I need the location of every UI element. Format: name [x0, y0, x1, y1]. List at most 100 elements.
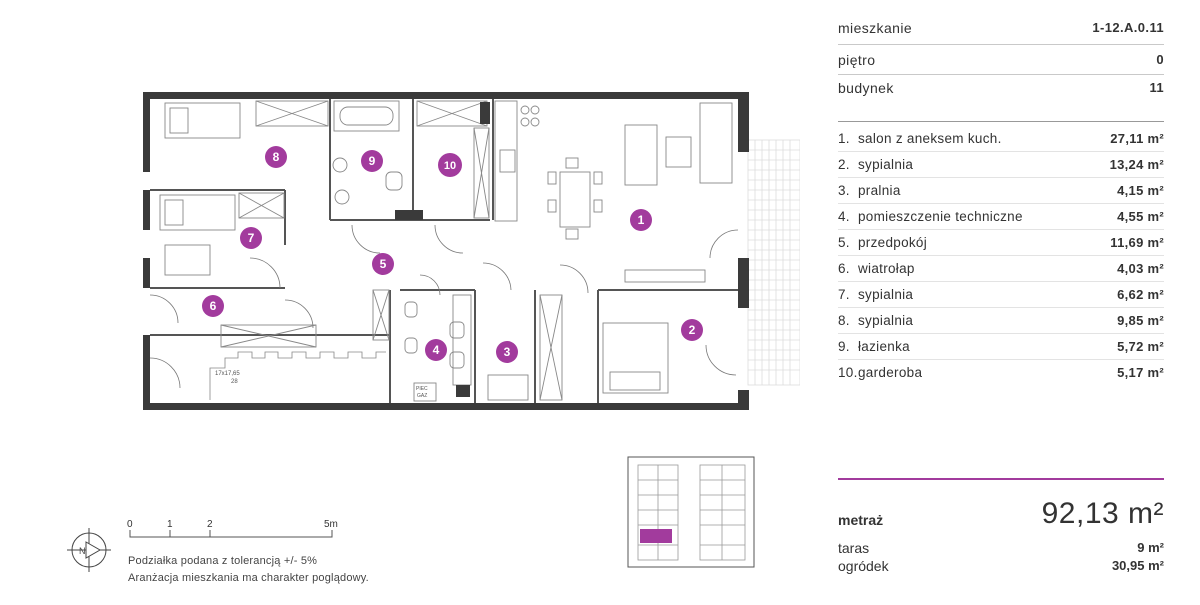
room-badge-label: 1 [638, 213, 645, 227]
scale-tick-2: 2 [207, 519, 213, 530]
room-number: 9. [838, 339, 850, 354]
door-swings [149, 224, 739, 389]
room-row: 2. sypialnia 13,24 m² [838, 157, 1164, 172]
room-badge-1 [630, 209, 652, 231]
inner-walls [150, 99, 738, 403]
room-area: 4,55 m² [1117, 209, 1164, 224]
room-badge-8 [265, 146, 287, 168]
divider [838, 44, 1164, 45]
room-number: 8. [838, 313, 850, 328]
divider [838, 151, 1164, 152]
garden-label: ogródek [838, 558, 889, 574]
room-row: 3.pralnia 4,15 m² [838, 183, 1164, 198]
arrangement-note: Aranżacja mieszkania ma charakter pogląd… [128, 572, 369, 584]
room-name: garderoba [858, 365, 923, 380]
room-area: 4,03 m² [1117, 261, 1164, 276]
terrace-value: 9 m² [1137, 540, 1164, 555]
apartment-value: 1-12.A.0.11 [1092, 20, 1164, 35]
room-area: 4,15 m² [1117, 183, 1164, 198]
divider [838, 281, 1164, 282]
scale-tick-5m: 5m [324, 519, 338, 530]
room-row: 4. pomieszczenie techniczne 4,55 m² [838, 209, 1164, 224]
room-badge-2 [681, 319, 703, 341]
room-number: 6. [838, 261, 850, 276]
room-name: przedpokój [858, 235, 928, 250]
scale-bar [129, 530, 333, 538]
key-plan-highlight [640, 529, 672, 543]
room-badge-label: 5 [380, 257, 387, 271]
room-area: 11,69 m² [1110, 235, 1164, 250]
svg-text:N: N [79, 546, 86, 556]
room-row: 8. sypialnia 9,85 m² [838, 313, 1164, 328]
room-area: 9,85 m² [1117, 313, 1164, 328]
room-row: 10.garderoba 5,17 m² [838, 365, 1164, 380]
room-number: 7. [838, 287, 850, 302]
room-badge-label: 10 [444, 160, 456, 172]
room-area: 6,62 m² [1117, 287, 1164, 302]
room-name: pomieszczenie techniczne [858, 209, 1023, 224]
terrace-grid [747, 139, 800, 386]
divider [838, 359, 1164, 360]
terrace-row: taras 9 m² [838, 540, 1164, 556]
room-badge-5 [372, 253, 394, 275]
scale-tick-0: 0 [127, 519, 133, 530]
building-label: budynek [838, 80, 894, 96]
room-number: 5. [838, 235, 850, 250]
divider [838, 255, 1164, 256]
room-badge-label: 2 [689, 323, 696, 337]
room-area: 13,24 m² [1109, 157, 1164, 172]
room-badge-label: 6 [210, 299, 217, 313]
room-badge-9 [361, 150, 383, 172]
building-value: 11 [1149, 80, 1164, 95]
scale-tick-1: 1 [167, 519, 173, 530]
floor-label: piętro [838, 52, 876, 68]
apartment-label: mieszkanie [838, 20, 913, 36]
terrace-label: taras [838, 540, 870, 556]
floor-plan: 17x17,65 28 PIEC GAZ 1 2 3 4 5 6 7 8 9 1… [67, 92, 800, 572]
room-number: 3. [838, 183, 850, 198]
room-badge-label: 9 [369, 154, 376, 168]
apartment-info-panel: mieszkanie 1-12.A.0.11 piętro 0 budynek … [838, 0, 1164, 605]
room-badge-label: 7 [248, 231, 255, 245]
stairs [209, 351, 386, 400]
total-area-label: metraż [838, 512, 884, 528]
room-number: 4. [838, 209, 850, 224]
outer-walls [143, 92, 749, 410]
garden-row: ogródek 30,95 m² [838, 558, 1164, 574]
boiler-label: PIEC [416, 386, 428, 392]
room-badge-label: 4 [433, 343, 440, 357]
accent-divider [838, 478, 1164, 480]
room-area: 5,72 m² [1117, 339, 1164, 354]
room-row: 5. przedpokój 11,69 m² [838, 235, 1164, 250]
divider [838, 121, 1164, 122]
room-row: 9.łazienka 5,72 m² [838, 339, 1164, 354]
room-badge-6 [202, 295, 224, 317]
room-name: sypialnia [858, 157, 914, 172]
stair-label-2: 28 [231, 379, 238, 385]
room-row: 7. sypialnia 6,62 m² [838, 287, 1164, 302]
divider [838, 177, 1164, 178]
room-number: 1. [838, 131, 850, 146]
room-number: 10. [838, 365, 858, 380]
room-number: 2. [838, 157, 850, 172]
room-name: sypialnia [858, 287, 914, 302]
room-badge-7 [240, 227, 262, 249]
room-badge-label: 8 [273, 150, 280, 164]
room-area: 5,17 m² [1117, 365, 1164, 380]
garden-value: 30,95 m² [1111, 558, 1164, 573]
room-name: sypialnia [858, 313, 914, 328]
stair-label: 17x17,65 [215, 371, 240, 377]
key-plan [627, 456, 755, 568]
floor-value: 0 [1156, 52, 1164, 67]
divider [838, 333, 1164, 334]
room-badge-3 [496, 341, 518, 363]
divider [838, 229, 1164, 230]
floor-row: piętro 0 [838, 52, 1164, 68]
room-name: wiatrołap [858, 261, 915, 276]
fixtures [395, 102, 490, 397]
compass-icon: N [67, 528, 111, 572]
gas-label: GAZ [417, 393, 427, 399]
room-badge-label: 3 [504, 345, 511, 359]
room-name: salon z aneksem kuch. [858, 131, 1002, 146]
scale-tolerance-note: Podziałka podana z tolerancją +/- 5% [128, 555, 318, 567]
